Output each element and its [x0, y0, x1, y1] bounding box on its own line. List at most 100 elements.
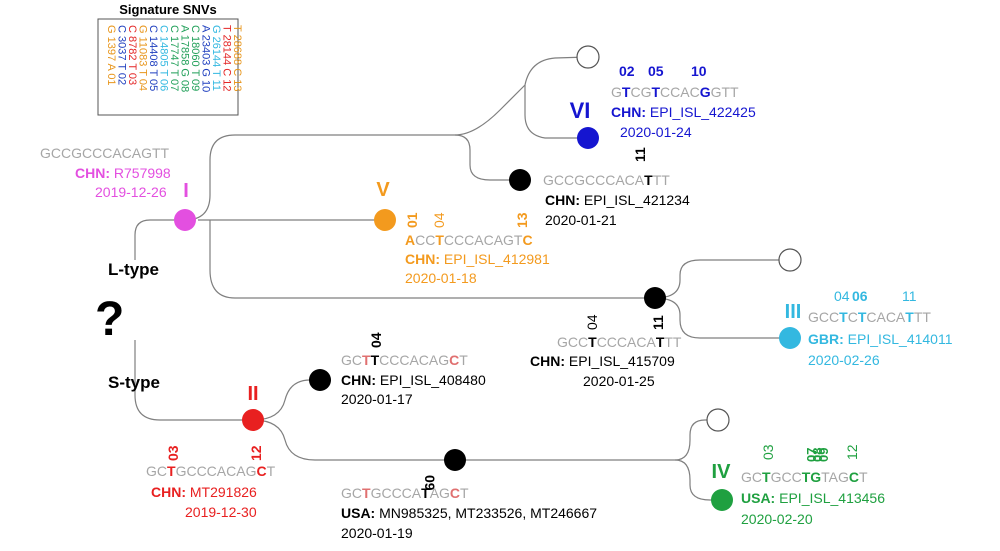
sequence-segment: T — [362, 485, 371, 501]
sample-421234-date: 2020-01-21 — [545, 212, 617, 228]
legend-row: A 23403 G 10 — [200, 25, 212, 92]
sequence-segment: T — [435, 232, 444, 248]
root-question-mark: ? — [95, 293, 124, 346]
sequence-segment: T — [656, 334, 665, 350]
clade-V-mark-04: 04 — [431, 212, 447, 228]
clade-II-numeral: II — [247, 383, 258, 405]
sequence-segment: T — [762, 469, 771, 485]
sequence-segment: G — [611, 84, 622, 100]
legend-row: C 8782 T 03 — [126, 25, 138, 85]
node-clade-V — [374, 209, 396, 231]
sequence-segment: CCCACAG — [379, 352, 449, 368]
legend-row: G 1397 A 01 — [105, 25, 117, 86]
clade-III-sample: GBR: EPI_ISL_414011 — [808, 331, 953, 347]
clade-II-label: II 03 12 GCTGCCCACAGCT CHN: MT291826 201… — [146, 383, 276, 520]
sequence-segment: AG — [430, 485, 450, 501]
sequence-segment: GC — [741, 469, 762, 485]
clade-V-label: V 01 04 13 ACCTCCCACAGTC CHN: EPI_ISL_41… — [376, 179, 550, 286]
legend-row: G 11083 T 04 — [137, 25, 149, 91]
node-clade-III — [779, 327, 801, 349]
sequence-segment: T — [421, 485, 430, 501]
clade-V-mark-13: 13 — [514, 212, 530, 228]
sample-415709-mark-04: 04 — [584, 314, 600, 330]
sequence-segment: T — [905, 309, 914, 325]
sample-408480-sequence: GCTTCCCACAGCT — [341, 352, 468, 368]
sequence-segment: A — [405, 232, 415, 248]
sample-421234-sequence: GCCGCCCACATTT — [543, 172, 670, 188]
legend-row: C 3037 T 02 — [116, 25, 128, 85]
sequence-segment: GC — [341, 485, 362, 501]
clade-I-date: 2019-12-26 — [95, 184, 167, 200]
clade-IV-sequence: GCTGCCTGTAGCT — [741, 469, 868, 485]
legend-row: A 17858 G 08 — [179, 25, 191, 92]
sequence-segment: T — [644, 172, 653, 188]
clade-IV-sample: USA: EPI_ISL_413456 — [741, 490, 885, 506]
node-open-top — [576, 45, 600, 69]
legend-row: C 18060 T 09 — [189, 25, 201, 91]
clade-VI-numeral: VI — [570, 98, 591, 123]
sequence-segment: C — [848, 309, 858, 325]
sequence-segment: T — [651, 84, 660, 100]
legend-row: C 17747 T 07 — [168, 25, 180, 91]
legend-frame — [97, 18, 239, 116]
sequence-segment: TT — [653, 172, 671, 188]
sequence-segment: CACA — [866, 309, 906, 325]
sequence-segment: T — [362, 352, 371, 368]
sample-usa-label: 09 GCTGCCCATAGCT USA: MN985325, MT233526… — [341, 475, 597, 541]
sequence-segment: GC — [341, 352, 362, 368]
clade-VI-label: VI 02 05 10 GTCGTCCACGGTT CHN: EPI_ISL_4… — [570, 63, 756, 140]
tree-nodes — [174, 45, 802, 511]
clade-I-numeral: I — [183, 180, 189, 202]
clade-III-sequence: GCCTCTCACATTT — [808, 309, 931, 325]
sample-421234-label: 11 GCCGCCCACATTT CHN: EPI_ISL_421234 202… — [543, 147, 690, 228]
legend-row: C 14805 T 06 — [158, 25, 170, 91]
sequence-segment: T — [167, 463, 176, 479]
clade-II-mark-12: 12 — [248, 445, 264, 461]
clade-IV-mark-03: 03 — [760, 444, 776, 460]
clade-IV-mark-08: 08 — [810, 448, 825, 462]
clade-IV-mark-12: 12 — [844, 444, 860, 460]
sequence-segment: T — [267, 463, 276, 479]
sequence-segment: T — [858, 309, 867, 325]
clade-III-date: 2020-02-26 — [808, 352, 880, 368]
l-type-label: L-type — [108, 260, 159, 279]
clade-III-mark-11: 11 — [902, 288, 917, 304]
clade-I-sample: CHN: R757998 — [75, 165, 171, 181]
legend-row: G 26144 T 11 — [210, 25, 222, 91]
clade-III-label: III 04 06 11 GCCTCTCACATTT GBR: EPI_ISL_… — [785, 288, 953, 368]
sequence-segment: GTT — [711, 84, 739, 100]
clade-I-label: I GCCGCCCACAGTT CHN: R757998 2019-12-26 — [40, 145, 189, 202]
clade-VI-sequence: GTCGTCCACGGTT — [611, 84, 739, 100]
sample-usa-date: 2020-01-19 — [341, 525, 413, 541]
sample-415709-label: 04 11 GCCTCCCACATTT CHN: EPI_ISL_415709 … — [530, 314, 682, 389]
clade-II-sequence: GCTGCCCACAGCT — [146, 463, 276, 479]
sequence-segment: TG — [802, 469, 822, 485]
sample-usa-sequence: GCTGCCCATAGCT — [341, 485, 469, 501]
sample-415709-mark-11: 11 — [650, 315, 666, 330]
sample-usa-mark: 09 — [422, 475, 438, 491]
clade-IV-mark-09: 09 — [816, 448, 831, 462]
clade-III-mark-04: 04 — [834, 288, 850, 304]
sample-415709-id: CHN: EPI_ISL_415709 — [530, 353, 675, 369]
sequence-segment: C — [256, 463, 266, 479]
node-clade-VI — [577, 127, 599, 149]
sequence-segment: GCCCA — [371, 485, 422, 501]
clade-IV-numeral: IV — [712, 461, 732, 483]
clade-IV-mark-07: 07 — [804, 448, 819, 462]
sequence-segment: T — [371, 352, 380, 368]
legend: Signature SNVs G 1397 A 01C 3037 T 02C 8… — [97, 2, 243, 116]
sample-415709-date: 2020-01-25 — [583, 373, 655, 389]
sequence-segment: CC — [415, 232, 435, 248]
clade-II-mark-03: 03 — [165, 445, 181, 461]
sample-421234-id: CHN: EPI_ISL_421234 — [545, 192, 690, 208]
sequence-segment: GCC — [808, 309, 839, 325]
sequence-segment: CCCACA — [597, 334, 657, 350]
sequence-segment: GCC — [557, 334, 588, 350]
sequence-segment: TT — [914, 309, 932, 325]
sequence-segment: T — [460, 485, 469, 501]
node-421234 — [509, 169, 531, 191]
node-clade-II — [242, 409, 264, 431]
sequence-segment: GCCGCCCACA — [543, 172, 645, 188]
node-usa — [444, 449, 466, 471]
